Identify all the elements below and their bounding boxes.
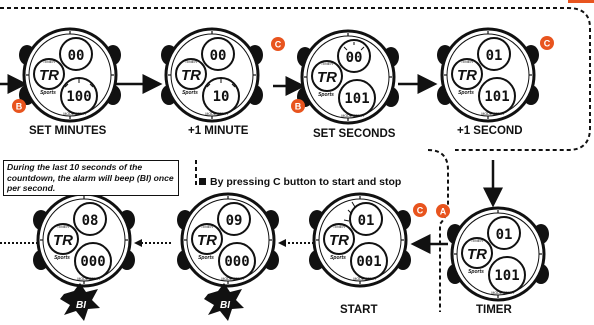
arrow-start-to-step6-head bbox=[278, 239, 286, 247]
watch-plus-minute-mode: TR bbox=[181, 67, 201, 84]
button-b-badge-2: B bbox=[291, 99, 305, 113]
watch-set-minutes-row3: 100 bbox=[66, 89, 91, 105]
button-b-label-1: B bbox=[16, 102, 23, 112]
arrow-step6-to-step7-head bbox=[134, 239, 142, 247]
flow-dashed-frame-bottom bbox=[427, 149, 449, 312]
watch-timer-row1: 01 bbox=[496, 227, 513, 243]
watch-plus-minute: 00 TR 10 bbox=[159, 27, 265, 123]
button-c-badge-1: C bbox=[271, 37, 285, 51]
watch-plus-second: 01 TR 101 bbox=[435, 27, 541, 123]
watch-start-row1: 01 bbox=[358, 213, 375, 229]
watch-countdown-09-mode: TR bbox=[197, 232, 217, 249]
beep-burst-1: BI bbox=[60, 283, 100, 321]
watch-timer-mode: TR bbox=[467, 246, 487, 263]
watch-plus-minute-row1: 00 bbox=[210, 48, 227, 64]
button-c-badge-2: C bbox=[540, 36, 554, 50]
caption-timer: TIMER bbox=[476, 304, 512, 316]
button-c-label-2: C bbox=[544, 39, 551, 49]
watch-set-minutes-row1: 00 bbox=[68, 48, 85, 64]
watch-countdown-09: 09 TR 000 bbox=[175, 192, 281, 288]
start-stop-instruction: By pressing C button to start and stop bbox=[199, 176, 401, 188]
watch-countdown-08-row3: 000 bbox=[80, 254, 105, 270]
watch-countdown-08-row1: 08 bbox=[82, 213, 99, 229]
watch-plus-second-row3: 101 bbox=[484, 89, 509, 105]
watch-start: 01 TR 001 bbox=[307, 192, 413, 288]
button-c-label-1: C bbox=[275, 40, 282, 50]
bullet-square bbox=[199, 178, 206, 185]
watch-timer: 01 TR 101 bbox=[445, 206, 551, 302]
watch-set-seconds: 00 TR 101 bbox=[295, 29, 401, 125]
watch-set-seconds-row1: 00 bbox=[346, 50, 363, 66]
watch-plus-second-mode: TR bbox=[457, 67, 477, 84]
start-stop-instruction-text: By pressing C button to start and stop bbox=[210, 176, 402, 188]
watch-countdown-08: 08 TR 000 bbox=[31, 192, 137, 288]
watch-timer-row3: 101 bbox=[494, 268, 519, 284]
watch-set-seconds-row3: 101 bbox=[344, 91, 369, 107]
button-c-badge-3: C bbox=[413, 203, 427, 217]
flow-dashed-frame-top bbox=[0, 7, 591, 151]
watch-plus-second-row1: 01 bbox=[486, 48, 503, 64]
caption-start: START bbox=[340, 304, 378, 316]
beep-label-1: BI bbox=[76, 300, 86, 311]
caption-plus-minute: +1 MINUTE bbox=[188, 125, 249, 137]
watch-start-mode: TR bbox=[329, 232, 349, 249]
watch-countdown-08-mode: TR bbox=[53, 232, 73, 249]
caption-plus-second: +1 SECOND bbox=[457, 125, 523, 137]
watch-plus-minute-row3: 10 bbox=[213, 89, 230, 105]
watch-countdown-09-row3: 000 bbox=[224, 254, 249, 270]
watch-set-minutes-mode: TR bbox=[39, 67, 59, 84]
button-a-label: A bbox=[440, 207, 447, 217]
countdown-beep-note: During the last 10 seconds of the countd… bbox=[3, 160, 179, 196]
caption-set-seconds: SET SECONDS bbox=[313, 128, 396, 140]
beep-burst-2: BI bbox=[204, 283, 244, 321]
watch-set-minutes: 00 TR 100 bbox=[17, 27, 123, 123]
watch-start-row3: 001 bbox=[356, 254, 381, 270]
caption-set-minutes: SET MINUTES bbox=[29, 125, 107, 137]
button-c-label-3: C bbox=[417, 206, 424, 216]
watch-countdown-09-row1: 09 bbox=[226, 213, 243, 229]
button-b-label-2: B bbox=[295, 102, 302, 112]
beep-label-2: BI bbox=[220, 300, 230, 311]
button-b-badge-1: B bbox=[12, 99, 26, 113]
button-a-badge: A bbox=[436, 204, 450, 218]
watch-set-seconds-mode: TR bbox=[317, 69, 337, 86]
